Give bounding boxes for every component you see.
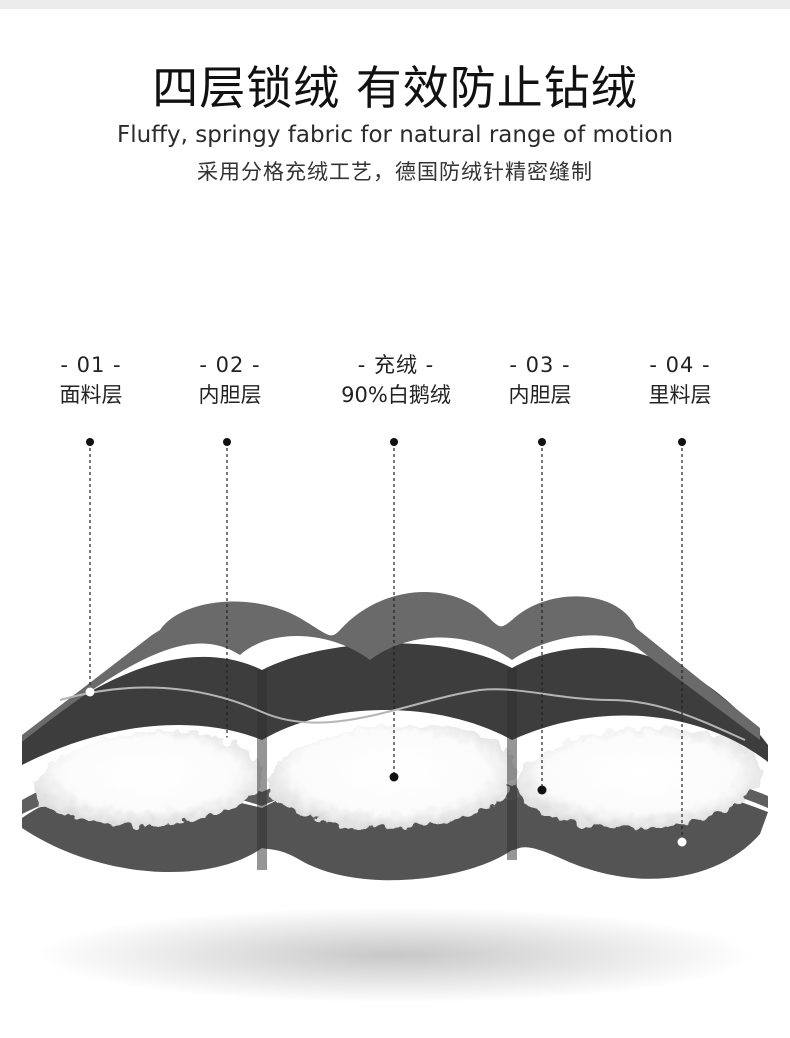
- subtitle-chinese: 采用分格充绒工艺，德国防绒针精密缝制: [197, 160, 593, 184]
- layer-number: - 充绒 -: [357, 353, 435, 377]
- leader-top-dots: [86, 438, 686, 446]
- top-strip: [0, 0, 790, 9]
- outer-shell-layer: [22, 592, 760, 742]
- ground-shadow: [35, 907, 755, 1003]
- layer-name: 内胆层: [508, 383, 572, 407]
- layer-label-04: - 04 - 里料层: [600, 352, 760, 412]
- layer-name: 里料层: [648, 383, 712, 407]
- leader-end-dots: [85, 687, 687, 847]
- outer-shell-highlight: [59, 686, 746, 741]
- page-title: 四层锁绒 有效防止钻绒: [152, 61, 638, 115]
- shell-dark-band: [22, 643, 768, 765]
- layer-label-02: - 02 - 内胆层: [150, 352, 310, 412]
- leader-lines: [89, 442, 683, 842]
- layer-name: 内胆层: [198, 383, 262, 407]
- layer-label-filling: - 充绒 - 90%白鹅绒: [316, 352, 476, 412]
- layer-label-01: - 01 - 面料层: [11, 352, 171, 412]
- layer-label-03: - 03 - 内胆层: [460, 352, 620, 412]
- layer-number: - 02 -: [199, 353, 261, 377]
- layer-number: - 03 -: [509, 353, 571, 377]
- layer-number: - 04 -: [649, 353, 711, 377]
- layer-name: 面料层: [59, 383, 123, 407]
- subtitle-english: Fluffy, springy fabric for natural range…: [116, 122, 674, 148]
- layer-name: 90%白鹅绒: [341, 383, 451, 407]
- layer-number: - 01 -: [60, 353, 122, 377]
